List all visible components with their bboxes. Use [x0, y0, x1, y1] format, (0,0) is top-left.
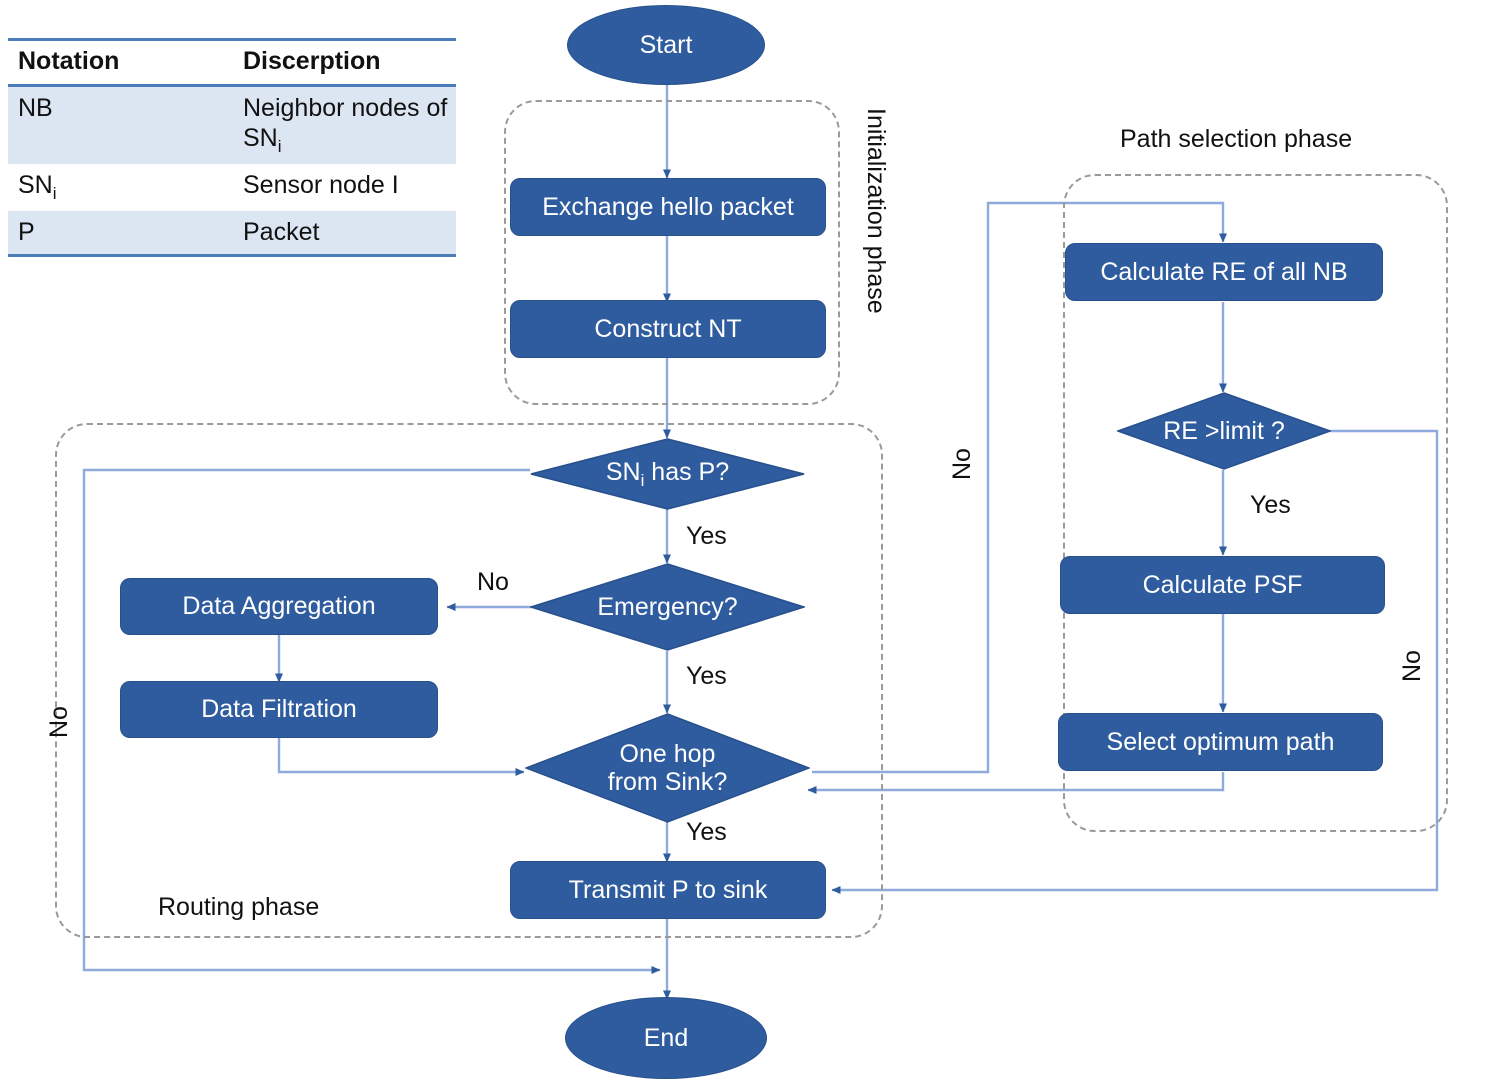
node-start[interactable]: Start: [567, 5, 765, 85]
subscript-i: i: [52, 183, 57, 203]
diamond-shape: [530, 563, 805, 651]
diamond-shape: [525, 713, 810, 823]
label-routing-phase: Routing phase: [158, 893, 320, 921]
node-select-optimum-path[interactable]: Select optimum path: [1058, 713, 1383, 771]
label-initialization-phase: Initialization phase: [862, 108, 890, 314]
decision-re-greater-limit[interactable]: RE >limit ?: [1117, 392, 1331, 470]
col-header-description: Discerption: [233, 38, 456, 87]
node-calculate-re-of-all-nb[interactable]: Calculate RE of all NB: [1065, 243, 1383, 301]
edge-label-yes-emergency: Yes: [686, 662, 727, 690]
notation-table: Notation Discerption NB Neighbor nodes o…: [8, 38, 456, 258]
edge-label-yes-sn-has-packet: Yes: [686, 522, 727, 550]
decision-sn-has-packet[interactable]: SNi has P?: [530, 438, 805, 510]
initialization-phase-group: [504, 100, 840, 405]
edge-label-yes-re-limit: Yes: [1250, 491, 1291, 519]
edge-label-no-one-hop: No: [948, 448, 976, 480]
node-data-aggregation[interactable]: Data Aggregation: [120, 578, 438, 635]
path-selection-phase-group: [1063, 174, 1448, 832]
col-header-notation: Notation: [8, 38, 233, 87]
cell-notation: P: [8, 210, 233, 258]
table-row: P Packet: [8, 210, 456, 258]
node-transmit-p-to-sink[interactable]: Transmit P to sink: [510, 861, 826, 919]
table-row: NB Neighbor nodes of SNi: [8, 85, 456, 164]
cell-description: Packet: [233, 210, 456, 258]
table-header-row: Notation Discerption: [8, 38, 456, 87]
notation-legend: Notation Discerption NB Neighbor nodes o…: [8, 38, 456, 258]
node-calculate-psf[interactable]: Calculate PSF: [1060, 556, 1385, 614]
decision-emergency[interactable]: Emergency?: [530, 563, 805, 651]
edge-label-no-re-limit: No: [1398, 650, 1426, 682]
cell-description: Sensor node I: [243, 170, 399, 199]
label-path-selection-phase: Path selection phase: [1120, 125, 1353, 153]
edge-label-no-emergency: No: [477, 568, 509, 596]
node-end[interactable]: End: [565, 997, 767, 1079]
routing-phase-group: [55, 423, 883, 938]
subscript-i: i: [277, 136, 282, 156]
cell-description: Neighbor nodes of SNi: [233, 85, 456, 164]
edge-label-yes-one-hop: Yes: [686, 818, 727, 846]
edge-label-no-sn-has-packet: No: [45, 706, 73, 738]
cell-notation: NB: [8, 85, 233, 164]
diamond-shape: [1117, 392, 1331, 470]
node-exchange-hello-packet[interactable]: Exchange hello packet: [510, 178, 826, 236]
node-data-filtration[interactable]: Data Filtration: [120, 681, 438, 738]
table-row: SNi Sensor node I: [8, 164, 456, 211]
cell-notation: SNi: [18, 170, 57, 203]
diamond-shape: [530, 438, 805, 510]
node-construct-nt[interactable]: Construct NT: [510, 300, 826, 358]
